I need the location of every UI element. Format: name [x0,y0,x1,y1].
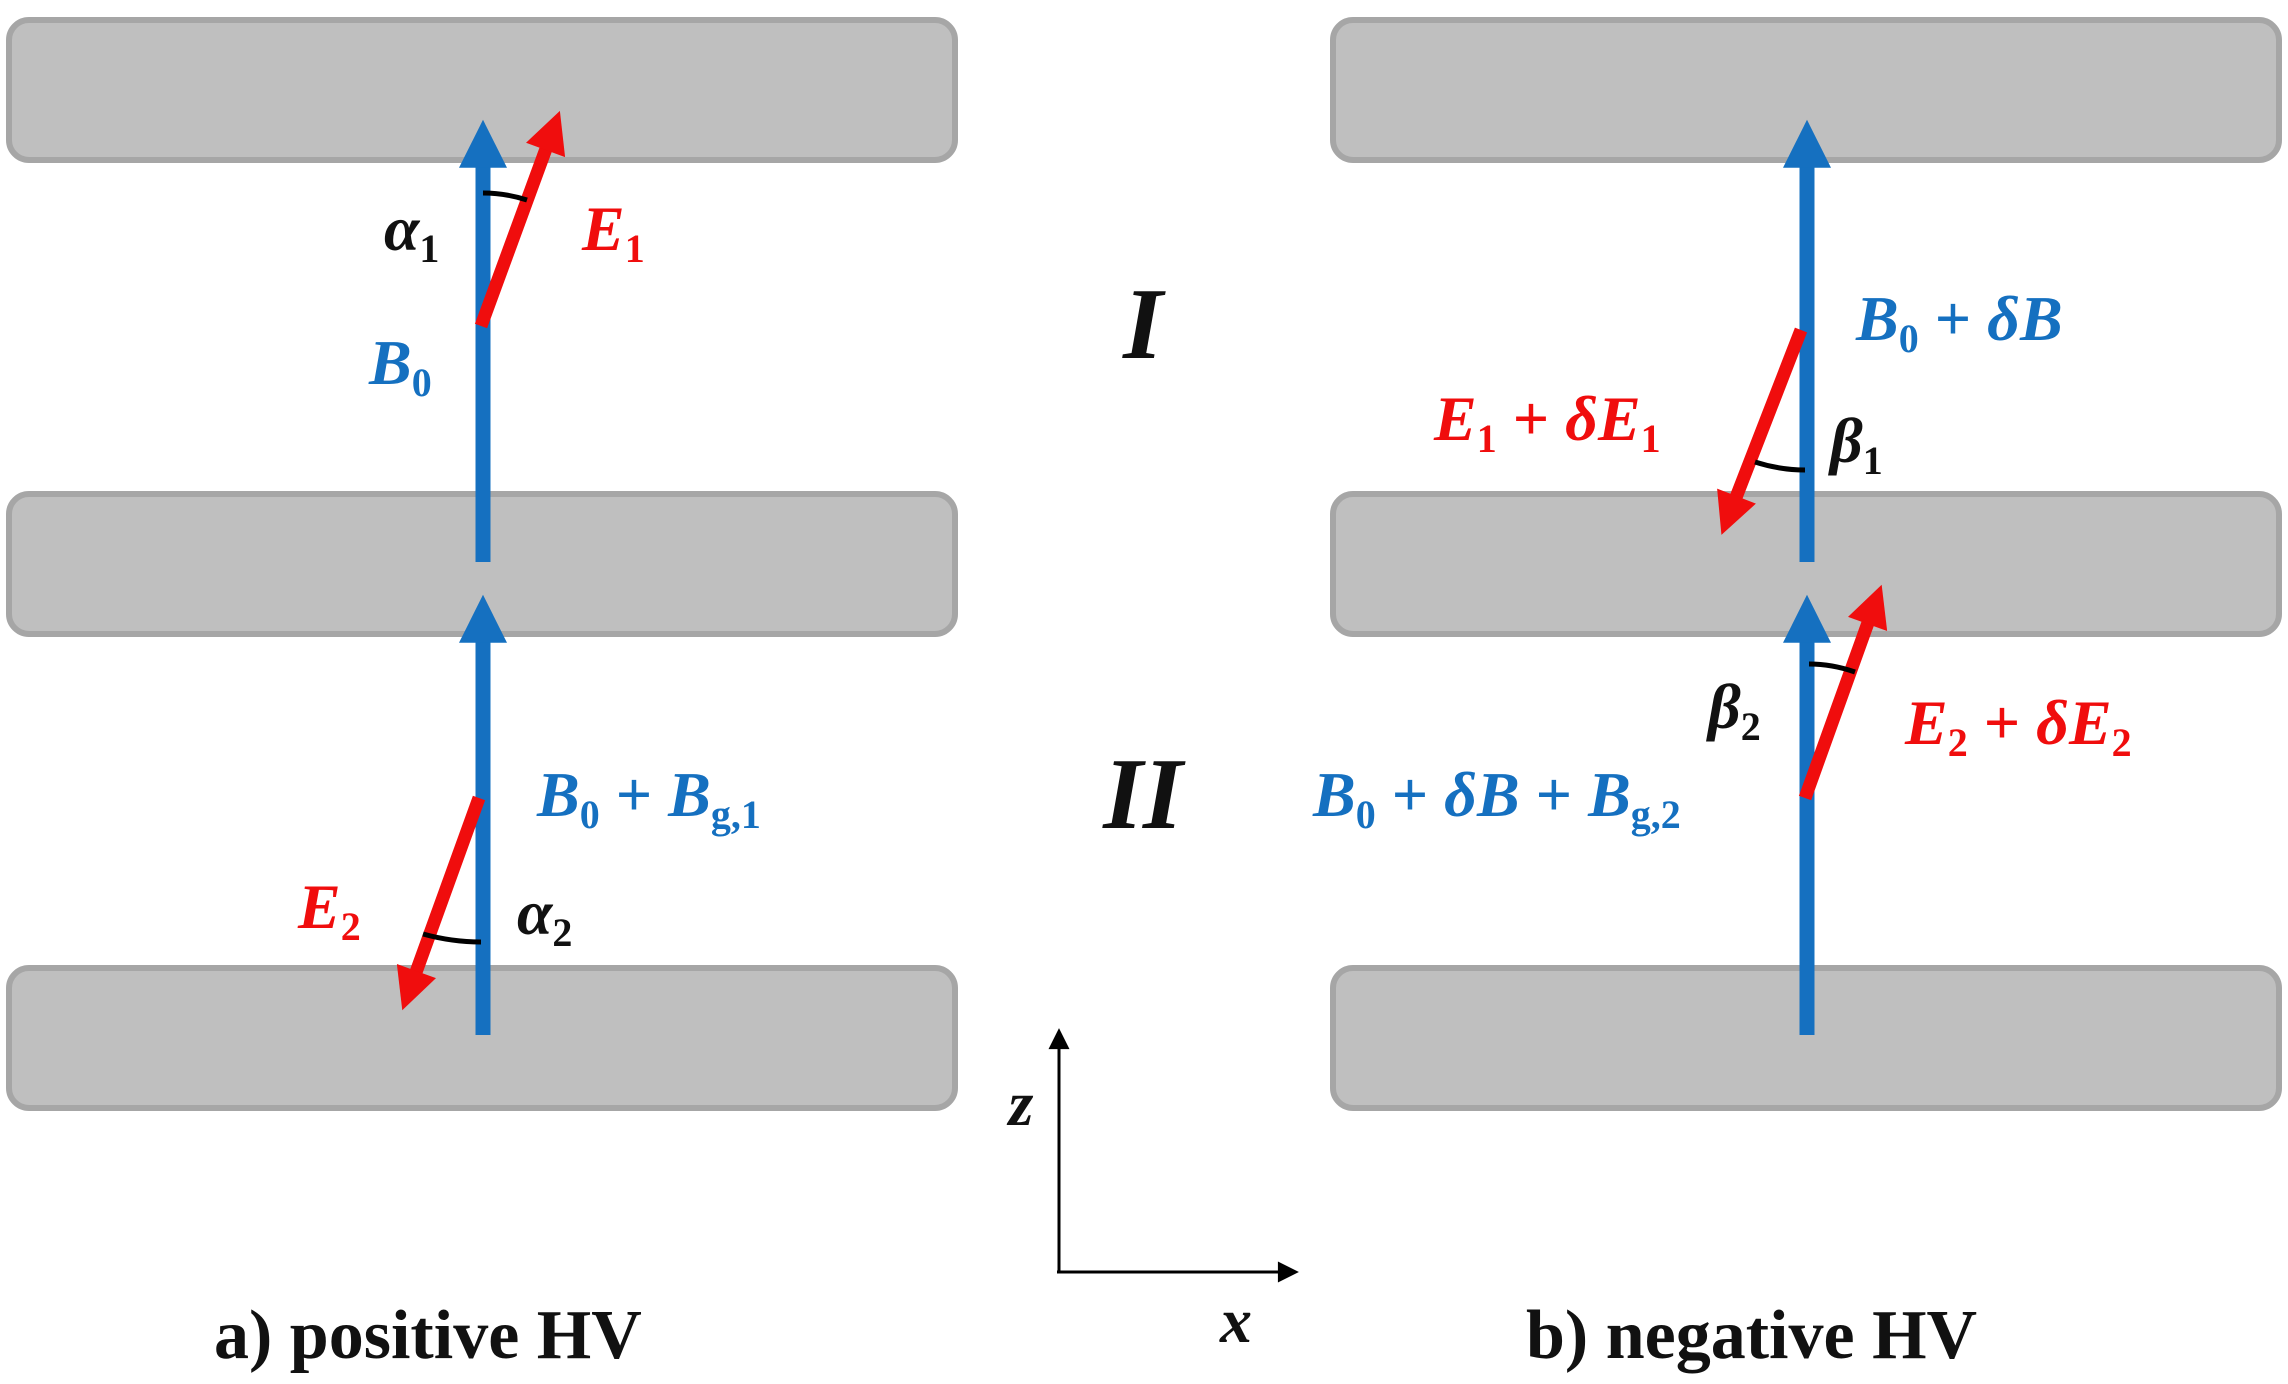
panel-a-alpha1-label: α1 [384,193,439,271]
panel-a-plates [6,17,958,1111]
panel-a-e1-arrow [474,110,566,329]
panel-a-e2-arrow [396,795,486,1011]
panel-a-alpha2-arc [422,931,482,945]
region-label-upper: I [1122,268,1166,381]
panel-a-alpha2-label: α2 [517,877,572,955]
panel-b-beta2-label: β2 [1706,671,1761,749]
panel-b-beta1-label: β1 [1828,405,1883,483]
panel-b-e2-label: E2 + δE2 [1904,687,2132,765]
panel-a-e1-label: E1 [581,193,645,271]
panel-b-plates [1330,17,2282,1111]
panel-b-caption: b) negative HV [1526,1297,1977,1374]
panel-b-e1-arrow [1717,327,1808,535]
panel-b-b-lower-label: B0 + δB + Bg,2 [1312,759,1681,837]
z-axis-label: z [1007,1068,1034,1139]
panel-b-e2-arrow [1798,584,1888,801]
panel-b-e1-label: E1 + δE1 [1433,383,1661,461]
panel-b-beta2-arc [1808,661,1856,675]
panel-a-caption: a) positive HV [214,1297,642,1374]
panel-a-top-plate [6,17,958,163]
region-label-lower: II [1102,738,1186,851]
panel-b-top-plate [1330,17,2282,163]
x-axis-label: x [1219,1285,1252,1356]
panel-b-beta1-arc [1754,459,1806,473]
panel-a-b0-label: B0 [368,327,432,405]
panel-a-alpha1-arc [482,190,528,203]
panel-a-e2-label: E2 [297,871,361,949]
panel-a-b-lower-label: B0 + Bg,1 [536,759,761,837]
panel-b-b-upper-label: B0 + δB [1855,283,2063,361]
